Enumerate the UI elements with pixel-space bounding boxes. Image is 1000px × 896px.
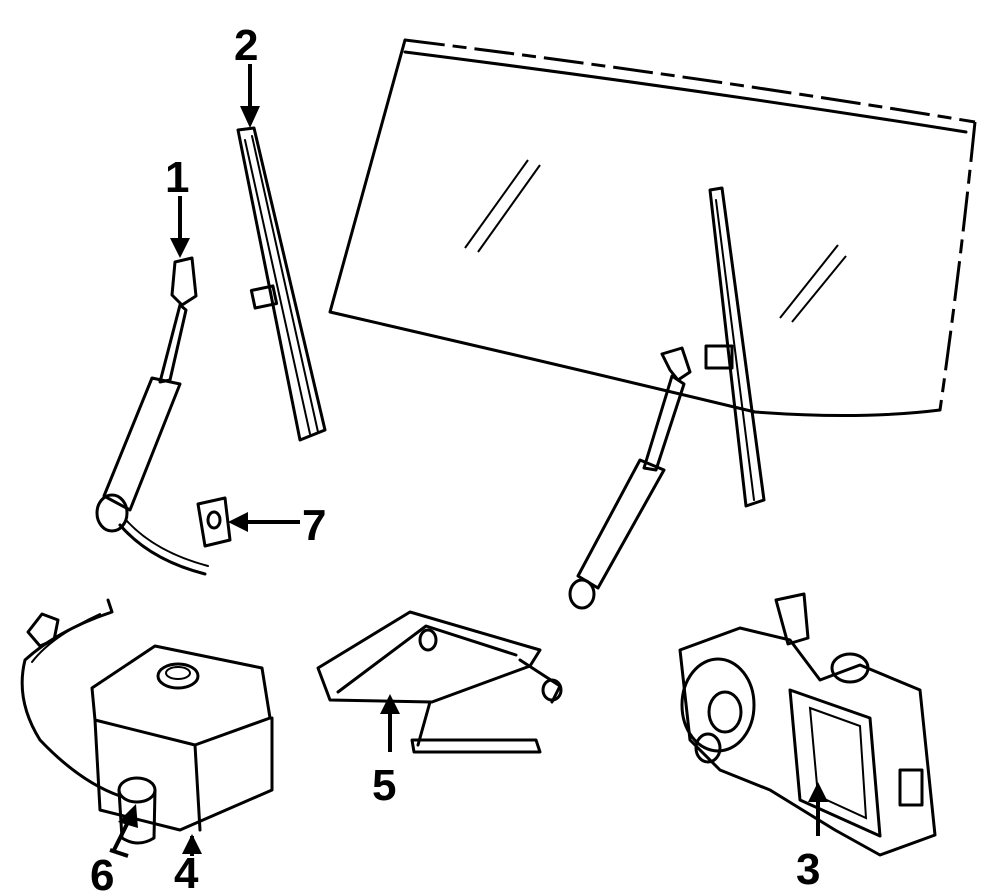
- windshield: [328, 38, 977, 418]
- callout-6: 6: [90, 851, 114, 896]
- callout-5: 5: [372, 761, 396, 810]
- callout-leaders: [109, 64, 828, 858]
- callout-3: 3: [796, 845, 820, 894]
- washer-reservoir: [90, 644, 274, 832]
- callout-2: 2: [234, 21, 258, 70]
- wiper-arm-left: [95, 256, 209, 576]
- wiper-motor: [678, 592, 937, 857]
- arm-nut: [196, 496, 232, 548]
- wiper-blade-right: [704, 186, 766, 508]
- callout-numbers: 1 2 3 4 5 6 7: [90, 21, 820, 896]
- wiper-linkage: [316, 610, 563, 754]
- callout-4: 4: [174, 849, 199, 896]
- wiper-arm-right: [568, 346, 692, 610]
- callout-7: 7: [302, 501, 326, 550]
- wiper-blade-left: [236, 126, 327, 442]
- callout-1: 1: [165, 153, 189, 202]
